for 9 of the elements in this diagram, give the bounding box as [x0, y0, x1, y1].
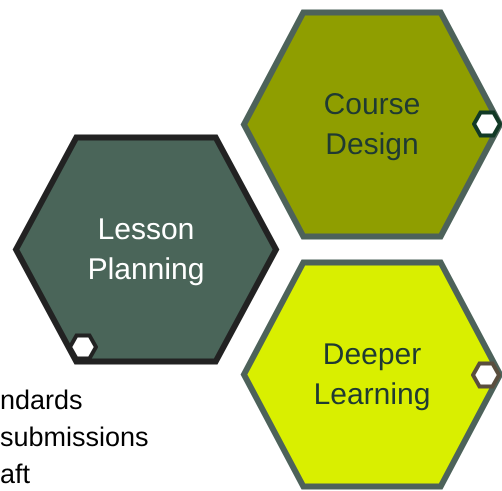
- hexagon-node: [12, 134, 280, 365]
- text-line: submissions: [0, 421, 149, 454]
- hexagon-node: [240, 259, 502, 490]
- text-line: aft: [0, 458, 32, 491]
- node-label: Course Design: [322, 86, 422, 162]
- node-label: Deeper Learning: [312, 336, 432, 412]
- node-label: Lesson Planning: [86, 212, 206, 288]
- hexagon-node: [240, 9, 502, 240]
- text-line: ndards: [0, 384, 84, 417]
